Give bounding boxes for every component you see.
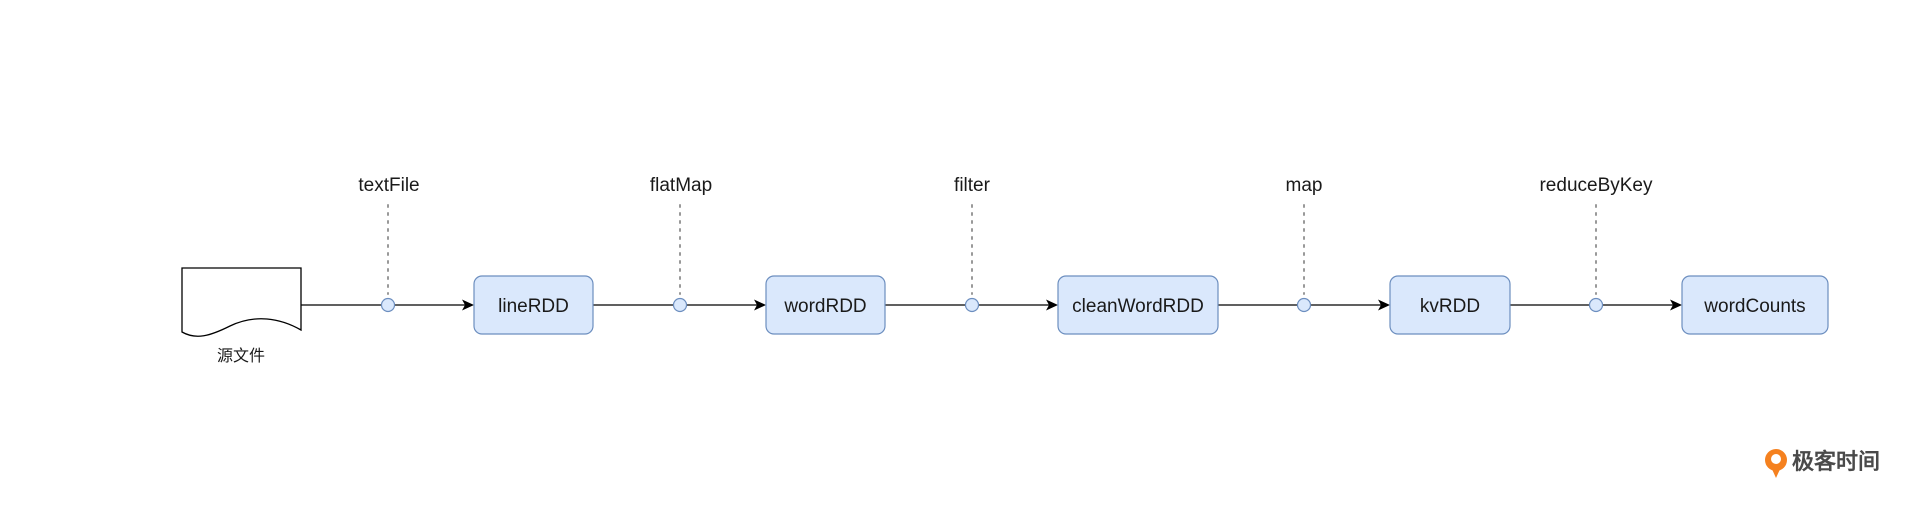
node-box [1389, 275, 1511, 335]
arrow-head-icon [754, 299, 766, 311]
operation-label-textfile: textFile [358, 175, 419, 196]
node-kv-rdd[interactable]: kvRDD [1389, 275, 1511, 335]
source-file-label: 源文件 [217, 347, 265, 365]
operation-label-map: map [1286, 175, 1323, 196]
brand-watermark: 极客时间 [1765, 449, 1880, 478]
node-line-rdd[interactable]: lineRDD [473, 275, 594, 335]
arrow-head-icon [1046, 299, 1058, 311]
operation-dot [672, 297, 688, 313]
node-clean-word-rdd[interactable]: cleanWordRDD [1057, 275, 1219, 335]
operation-label-reducebykey: reduceByKey [1539, 175, 1653, 196]
brand-name: 极客时间 [1792, 449, 1880, 475]
node-label-word-counts: wordCounts [1703, 296, 1805, 317]
source-file-shape [181, 267, 302, 337]
node-label-kv-rdd: kvRDD [1420, 296, 1480, 317]
node-label-clean-word-rdd: cleanWordRDD [1072, 296, 1204, 317]
node-box [765, 275, 886, 335]
operation-label-flatmap: flatMap [650, 175, 712, 196]
node-word-rdd[interactable]: wordRDD [765, 275, 886, 335]
node-box [473, 275, 594, 335]
operation-reducebykey: reduceByKey [1539, 175, 1653, 313]
node-word-counts[interactable]: wordCounts [1681, 275, 1829, 335]
arrow-head-icon [1670, 299, 1682, 311]
operation-map: map [1286, 175, 1323, 313]
node-label-word-rdd: wordRDD [783, 296, 866, 317]
operation-flatmap: flatMap [650, 175, 712, 313]
operation-label-filter: filter [954, 175, 991, 196]
operation-filter: filter [954, 175, 991, 313]
arrow-head-icon [462, 299, 474, 311]
source-file: 源文件 [181, 267, 302, 365]
arrow-head-icon [1378, 299, 1390, 311]
operation-dot [1588, 297, 1604, 313]
operation-dot [380, 297, 396, 313]
node-label-line-rdd: lineRDD [498, 296, 569, 317]
operation-textfile: textFile [358, 175, 420, 313]
operation-dot [964, 297, 980, 313]
operation-dot [1296, 297, 1312, 313]
node-box [1681, 275, 1829, 335]
geektime-logo-icon [1765, 449, 1787, 478]
node-box [1057, 275, 1219, 335]
